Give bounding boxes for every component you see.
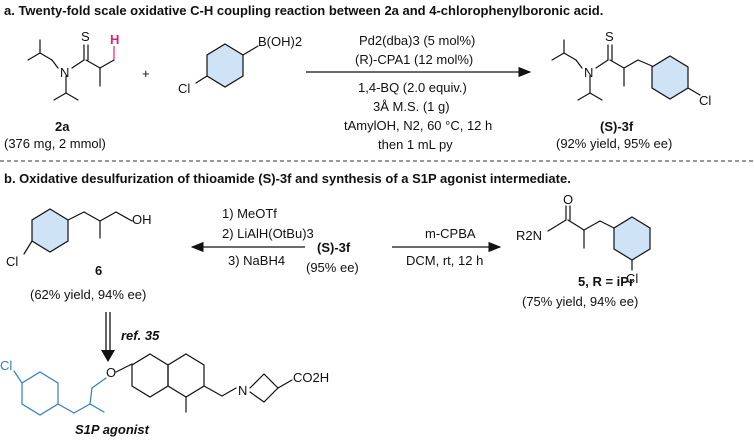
panel-b-title: b. Oxidative desulfurization of thioamid… [4, 171, 571, 186]
agonist-co2h: CO2H [293, 370, 329, 385]
plus-sign: + [142, 66, 150, 81]
multistep-arrow [101, 312, 115, 362]
s1p-agonist-structure [13, 353, 293, 416]
product-label: (S)-3f [600, 119, 634, 134]
right-condition-2: DCM, rt, 12 h [406, 253, 483, 268]
condition-line-3: 1,4-BQ (2.0 equiv.) [358, 80, 467, 95]
center-compound-label: (S)-3f [317, 240, 351, 255]
product-3f-structure [551, 39, 701, 101]
compound-5-cl: Cl [626, 271, 638, 286]
product-atom-cl: Cl [699, 93, 711, 108]
panel-a-title: a. Twenty-fold scale oxidative C-H coupl… [4, 3, 603, 18]
product-atom-n: N [584, 65, 593, 80]
boronic-acid-structure [195, 43, 259, 88]
right-condition-1: m-CPBA [425, 226, 476, 241]
atom-s-label: S [81, 29, 90, 44]
center-compound-ee: (95% ee) [306, 260, 359, 275]
compound-6-label: 6 [95, 263, 102, 278]
agonist-n: N [238, 383, 247, 398]
compound-5-yield: (75% yield, 94% ee) [522, 294, 638, 309]
product-yield: (92% yield, 95% ee) [556, 136, 672, 151]
compound-5-o: O [563, 192, 573, 207]
atom-n-label: N [60, 65, 69, 80]
atom-cl-label: Cl [178, 81, 190, 96]
reference-label: ref. 35 [121, 328, 160, 343]
agonist-o: O [106, 365, 116, 380]
compound-5-r2n: R2N [516, 228, 542, 243]
left-condition-3: 3) NaBH4 [228, 253, 285, 268]
condition-line-6: then 1 mL py [378, 137, 453, 152]
condition-line-5: tAmylOH, N2, 60 °C, 12 h [344, 118, 492, 133]
agonist-label: S1P agonist [75, 422, 150, 437]
boronic-group-label: B(OH)2 [258, 34, 302, 49]
reactant-amount: (376 mg, 2 mmol) [4, 136, 106, 151]
left-condition-1: 1) MeOTf [222, 206, 277, 221]
thioamide-2a-structure [27, 39, 115, 101]
reactant-label: 2a [55, 119, 70, 134]
compound-6-oh: OH [132, 212, 152, 227]
agonist-cl: Cl [0, 358, 12, 373]
alcohol-6-structure [23, 208, 133, 255]
condition-line-4: 3Å M.S. (1 g) [373, 99, 450, 114]
compound-6-yield: (62% yield, 94% ee) [30, 287, 146, 302]
condition-line-2: (R)-CPA1 (12 mol%) [355, 52, 473, 67]
left-condition-2: 2) LiAlH(OtBu)3 [222, 226, 314, 241]
compound-5-label: 5, R = iPr [578, 274, 634, 289]
product-atom-s: S [605, 29, 614, 44]
highlighted-h-atom: H [110, 32, 119, 47]
condition-line-1: Pd2(dba)3 (5 mol%) [359, 33, 475, 48]
amide-5-structure [547, 205, 651, 271]
compound-6-cl: Cl [6, 254, 18, 269]
